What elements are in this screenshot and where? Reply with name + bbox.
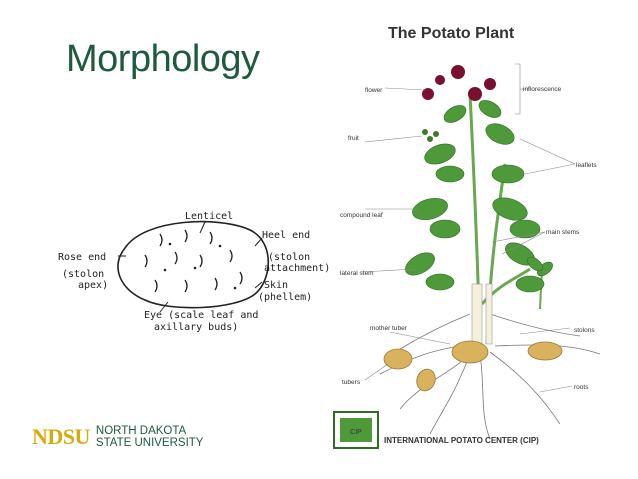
slide-title: Morphology [66, 38, 260, 81]
stem-base-2 [486, 284, 492, 344]
tubers [384, 341, 562, 393]
cip-seal-text: CIP [350, 429, 362, 436]
plant-title: The Potato Plant [388, 25, 515, 42]
label-stolon-attachment-2: attachment) [264, 263, 330, 274]
ndsu-logo-text: NORTH DAKOTA STATE UNIVERSITY [96, 425, 204, 449]
ndsu-logo-line1: NORTH DAKOTA [96, 425, 186, 437]
label-rose-end: Rose end [58, 252, 106, 263]
tuber-eyes [145, 230, 242, 292]
label-mother-tuber: mother tuber [370, 325, 408, 332]
ndsu-logo: NDSU NORTH DAKOTA STATE UNIVERSITY [32, 424, 203, 450]
label-lenticel: Lenticel [185, 211, 233, 222]
label-leaflets: leaflets [576, 162, 597, 169]
cip-credit: INTERNATIONAL POTATO CENTER (CIP) [384, 436, 539, 445]
label-main-stems: main stems [546, 229, 580, 236]
label-eye-2: axillary buds) [154, 322, 238, 333]
tuber-diagram: Lenticel Heel end (stolon attachment) Ro… [50, 200, 340, 350]
label-stolon-apex-2: apex) [78, 280, 108, 291]
label-skin: Skin [264, 280, 288, 291]
stem-base [472, 284, 482, 344]
label-compound-leaf: compound leaf [340, 212, 383, 219]
label-eye-1: Eye (scale leaf and [144, 310, 258, 321]
label-stolon-attachment-1: (stolon [268, 252, 310, 263]
label-fruit: fruit [348, 135, 359, 142]
label-stolon-apex-1: (stolon [62, 269, 104, 280]
label-roots: roots [574, 384, 589, 391]
fruits [422, 129, 439, 142]
label-lateral-stem: lateral stem [340, 270, 374, 277]
tuber-outline [118, 222, 268, 308]
label-flower: flower [365, 87, 383, 94]
label-heel-end: Heel end [262, 230, 310, 241]
label-tubers: tubers [342, 379, 361, 386]
flowers [422, 65, 496, 101]
potato-plant-diagram: The Potato Plant [330, 14, 630, 454]
label-stolons: stolons [574, 327, 595, 334]
label-phellem: (phellem) [258, 292, 312, 303]
ndsu-logo-line2: STATE UNIVERSITY [96, 437, 204, 449]
ndsu-logo-mark: NDSU [32, 424, 90, 450]
cip-seal: CIP [334, 412, 378, 448]
label-inflorescence: inflorescence [523, 86, 562, 93]
